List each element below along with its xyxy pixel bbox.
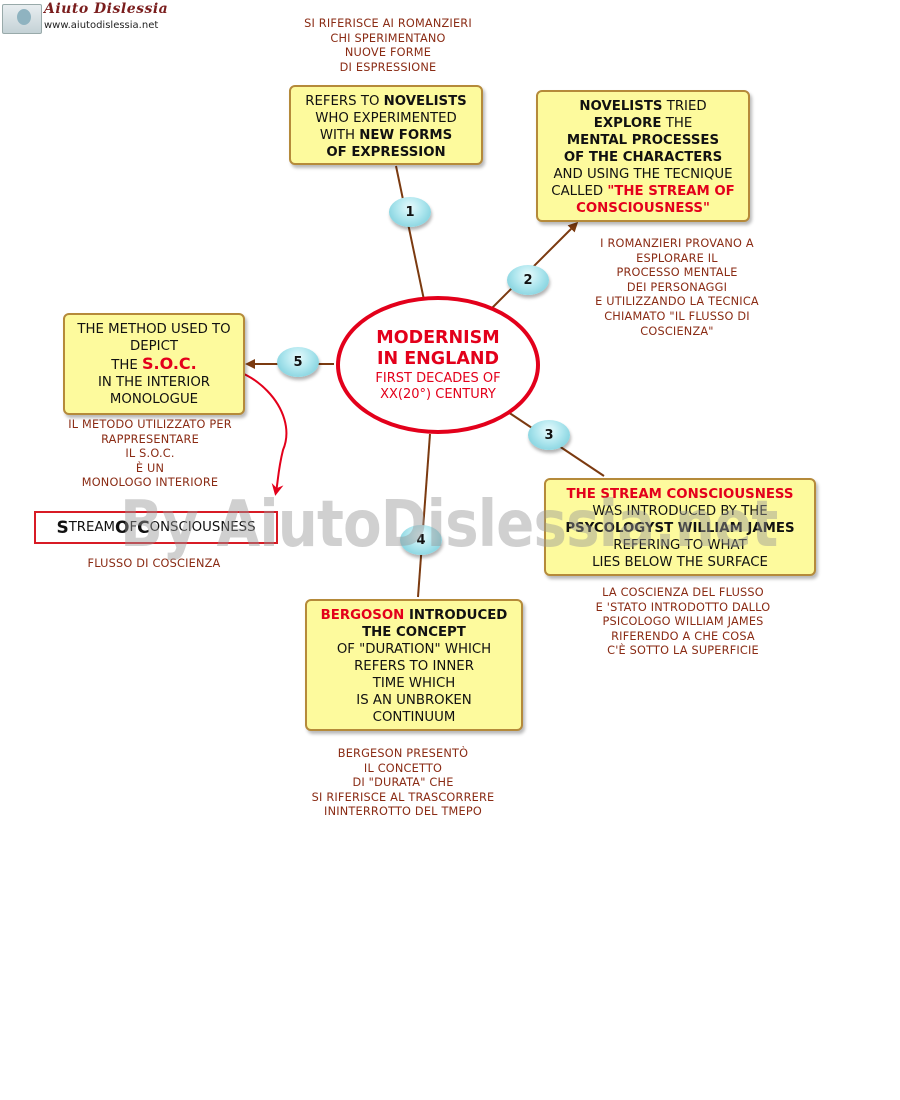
central-title-line1: MODERNISM (376, 328, 500, 348)
badge-4: 4 (400, 525, 442, 555)
badge-5: 5 (277, 347, 319, 377)
central-subtitle-line2: XX(20°) CENTURY (380, 387, 496, 402)
badge-1: 1 (389, 197, 431, 227)
site-url[interactable]: www.aiutodislessia.net (44, 20, 159, 31)
connector-1 (395, 165, 425, 301)
badge-2: 2 (507, 265, 549, 295)
logo-icon (2, 4, 42, 34)
central-topic: MODERNISM IN ENGLAND FIRST DECADES OF XX… (336, 296, 540, 434)
node-5-box: THE METHOD USED TO DEPICT THE S.O.C. IN … (63, 313, 245, 415)
central-subtitle-line1: FIRST DECADES OF (375, 371, 501, 386)
central-title-line2: IN ENGLAND (376, 349, 500, 369)
node-3-box: THE STREAM CONSCIOUSNESS WAS INTRODUCED … (544, 478, 816, 576)
node-4-box: BERGOSON INTRODUCED THE CONCEPT OF "DURA… (305, 599, 523, 731)
connector-4 (417, 433, 431, 598)
soc-note: FLUSSO DI COSCIENZA (87, 557, 221, 570)
badge-3: 3 (528, 420, 570, 450)
node-2-box: NOVELISTS TRIED EXPLORE THE MENTAL PROCE… (536, 90, 750, 222)
site-name: Aiuto Dislessia (44, 1, 169, 17)
node-1-box: REFERS TO NOVELISTS WHO EXPERIMENTED WIT… (289, 85, 483, 165)
site-logo[interactable]: Aiuto Dislessia www.aiutodislessia.net (0, 0, 168, 36)
